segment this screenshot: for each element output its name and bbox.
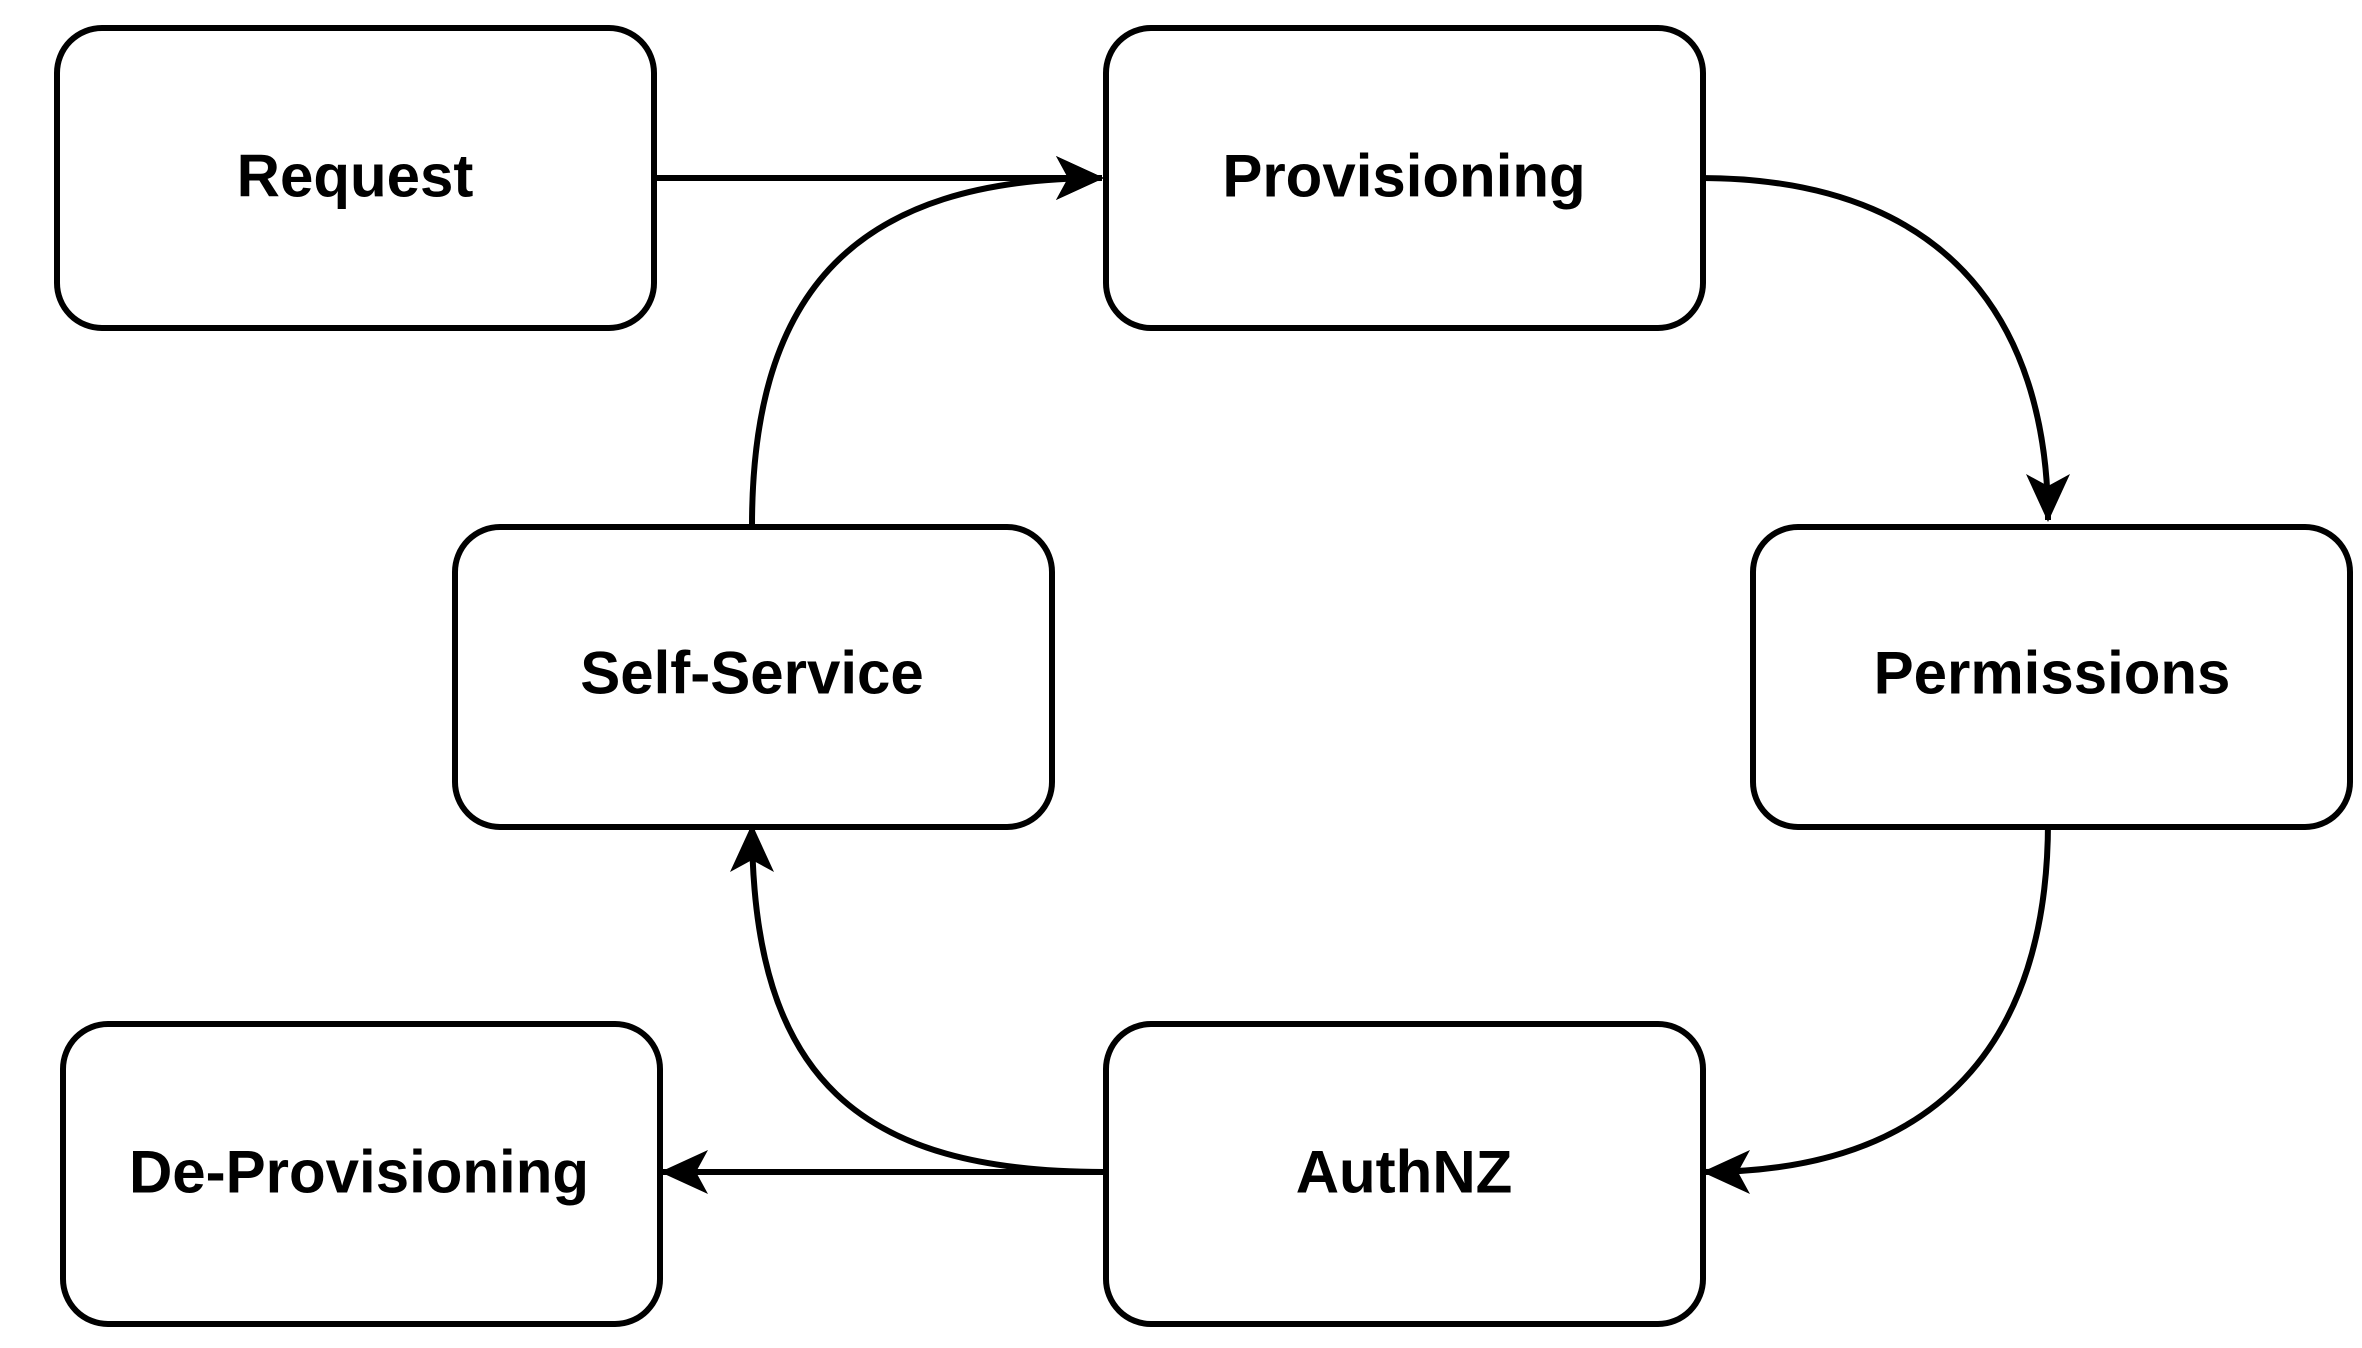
edge-permissions-to-authnz [1702,821,2051,1194]
node-de-provisioning[interactable]: De-Provisioning [60,1021,663,1327]
node-request-label: Request [237,143,474,210]
node-request[interactable]: Request [54,25,657,331]
edge-authnz-to-self-service [730,824,1105,1175]
node-de-provisioning-label: De-Provisioning [129,1139,589,1206]
node-authnz[interactable]: AuthNZ [1103,1021,1706,1327]
node-provisioning-label: Provisioning [1222,143,1585,210]
node-self-service[interactable]: Self-Service [452,524,1055,830]
edge-provisioning-to-permissions [1699,175,2070,522]
node-permissions-label: Permissions [1874,640,2231,707]
node-provisioning[interactable]: Provisioning [1103,25,1706,331]
node-authnz-label: AuthNZ [1296,1139,1513,1206]
node-permissions[interactable]: Permissions [1750,524,2353,830]
node-self-service-label: Self-Service [580,640,924,707]
edge-self-service-to-provisioning [749,156,1104,527]
